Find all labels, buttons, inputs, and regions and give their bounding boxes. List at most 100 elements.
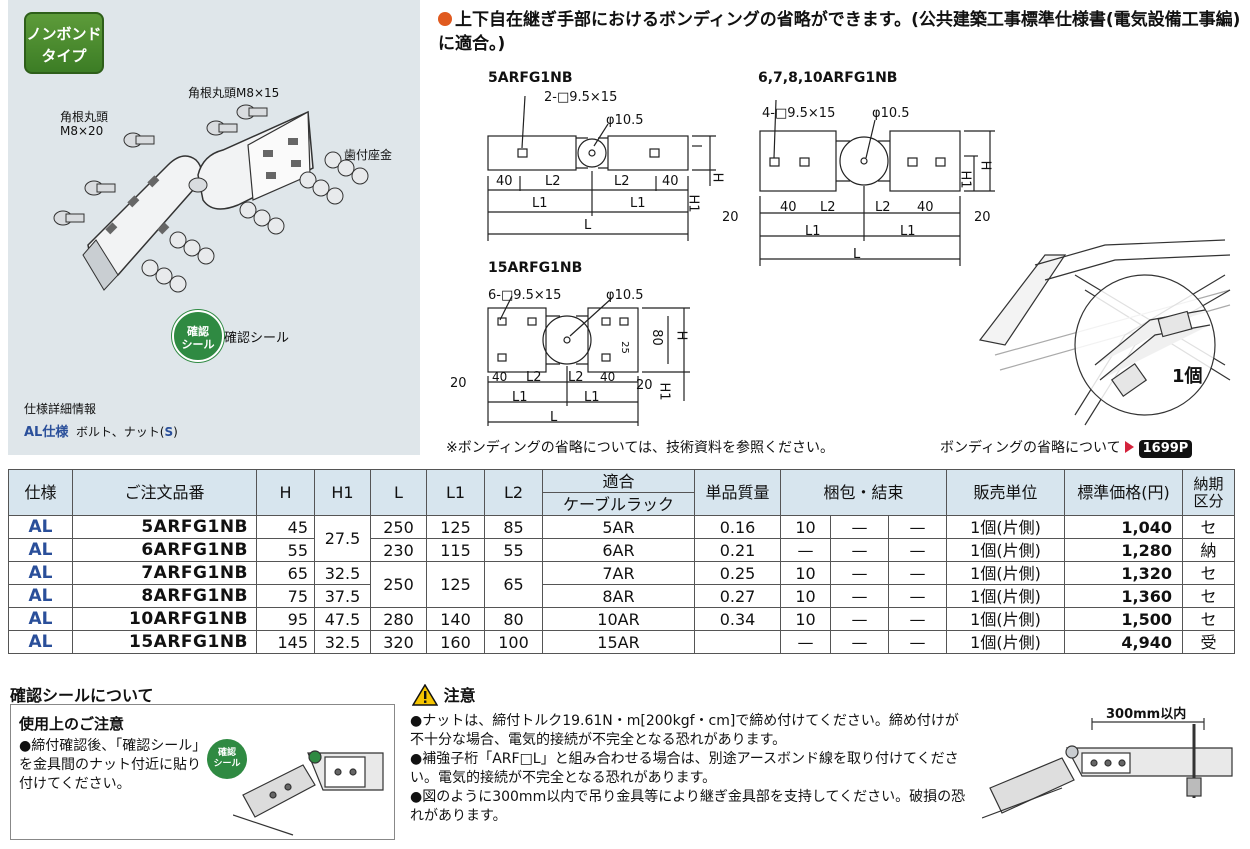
page-reference-badge: 1699P bbox=[1138, 440, 1193, 458]
badge-line2: タイプ bbox=[41, 47, 87, 65]
qty-label: 1個 bbox=[1172, 366, 1203, 387]
bolt-small-label-2: M8×20 bbox=[60, 124, 104, 138]
table-header-row-2: ケーブルラック bbox=[9, 492, 1235, 516]
caution-heading-text: 注意 bbox=[443, 686, 476, 705]
d3-pivot: φ10.5 bbox=[606, 288, 644, 303]
spec-close: ) bbox=[173, 425, 178, 439]
caution-item: ●ナットは、締付トルク19.61N・m[200kgf・cm]で締め付けてください… bbox=[410, 713, 959, 748]
col-l2: L2 bbox=[484, 469, 543, 516]
spec-desc: ボルト、ナット( bbox=[76, 425, 165, 439]
diagram-3-title: 15ARFG1NB bbox=[488, 260, 583, 276]
d2-pivot: φ10.5 bbox=[872, 106, 910, 121]
caution-item: ●図のように300mm以内で吊り金具等により継ぎ金具部を支持してください。破損の… bbox=[410, 789, 966, 824]
table-row: AL 6ARFG1NB 55 230 115 55 6AR 0.21 — — —… bbox=[8, 538, 1235, 562]
seal-small-icon: 確認 シール bbox=[207, 739, 247, 779]
d3-d20a: 20 bbox=[450, 376, 467, 391]
col-h1: H1 bbox=[314, 469, 371, 516]
d2-l1a: L1 bbox=[805, 224, 821, 239]
spec-detail-line: AL仕様 ボルト、ナット(S) bbox=[24, 421, 178, 440]
d3-l2a: L2 bbox=[526, 370, 542, 385]
diagram-1-drawing bbox=[487, 95, 716, 241]
spec-table: 仕様 ご注文品番 H H1 L L1 L2 適合 単品質量 梱包・結束 販売単位… bbox=[8, 469, 1235, 654]
d2-l1b: L1 bbox=[900, 224, 916, 239]
product-illustration-panel: ノンボンド タイプ 角根丸頭 M8×20 角根丸頭M8×15 歯付座金 確認 シ… bbox=[8, 0, 420, 455]
d1-l2a: L2 bbox=[545, 174, 561, 189]
support-distance-label: 300mm以内 bbox=[1106, 707, 1187, 722]
seal-label: 確認シール bbox=[224, 331, 290, 346]
d3-d40a: 40 bbox=[492, 370, 508, 384]
diagram-2-title: 6,7,8,10ARFG1NB bbox=[758, 70, 898, 86]
d3-h: H bbox=[673, 330, 689, 341]
bolt-small-label-1: 角根丸頭 bbox=[60, 110, 109, 124]
d3-d80: 80 bbox=[648, 329, 664, 346]
d2-d20a: 20 bbox=[722, 210, 739, 225]
d2-d40b: 40 bbox=[917, 200, 934, 215]
bonding-link-text: ボンディングの省略について bbox=[940, 440, 1121, 456]
d2-l: L bbox=[853, 247, 861, 262]
d3-l1b: L1 bbox=[584, 390, 600, 405]
d3-hole: 6-□9.5×15 bbox=[488, 288, 562, 303]
d2-l2a: L2 bbox=[820, 200, 836, 215]
col-l1: L1 bbox=[426, 469, 485, 516]
diagram-2-drawing bbox=[759, 99, 995, 266]
d2-l2b: L2 bbox=[875, 200, 891, 215]
support-illustration bbox=[982, 718, 1233, 819]
d2-h: H bbox=[977, 160, 993, 171]
seal-box-body: ●締付確認後、「確認シール」を金具間のナット付近に貼り付けてください。 bbox=[19, 738, 207, 792]
col-price: 標準価格(円) bbox=[1064, 469, 1183, 516]
col-fit-top: 適合 bbox=[542, 469, 695, 493]
d3-d20b: 20 bbox=[636, 378, 653, 393]
d1-l1a: L1 bbox=[532, 196, 548, 211]
d3-l: L bbox=[550, 410, 558, 425]
col-pack: 梱包・結束 bbox=[780, 469, 947, 516]
seal-placement-illustration bbox=[233, 750, 384, 836]
table-row: AL 5ARFG1NB 45 27.5 250 125 85 5AR 0.16 … bbox=[8, 515, 1235, 562]
d3-d25: 25 bbox=[618, 341, 630, 354]
col-unit: 販売単位 bbox=[946, 469, 1065, 516]
d1-d40a: 40 bbox=[496, 174, 513, 189]
table-row: AL 15ARFG1NB 145 32.5 320 160 100 15AR —… bbox=[8, 630, 1235, 654]
table-row: AL 10ARFG1NB 95 47.5 280 140 80 10AR 0.3… bbox=[8, 607, 1235, 631]
spec-al: AL仕様 bbox=[24, 425, 69, 440]
d2-d20b: 20 bbox=[974, 210, 991, 225]
caution-list: ●ナットは、締付トルク19.61N・m[200kgf・cm]で締め付けてください… bbox=[410, 712, 970, 826]
arrow-right-icon bbox=[1124, 441, 1134, 453]
d2-d40a: 40 bbox=[780, 200, 797, 215]
col-l: L bbox=[370, 469, 427, 516]
confirmation-seal-icon: 確認 シール bbox=[172, 310, 224, 362]
bolt-large-label: 角根丸頭M8×15 bbox=[188, 86, 280, 100]
col-fit-bottom: ケーブルラック bbox=[542, 492, 695, 516]
badge-line1: ノンボンド bbox=[26, 25, 102, 43]
table-row: AL 7ARFG1NB 65 32.5 250 125 65 7AR 0.25 … bbox=[8, 561, 1235, 608]
col-h: H bbox=[256, 469, 315, 516]
seal-box-title: 使用上のご注意 bbox=[19, 715, 125, 733]
col-lead: 納期区分 bbox=[1182, 469, 1235, 516]
col-spec: 仕様 bbox=[8, 469, 73, 516]
spec-detail-title: 仕様詳細情報 bbox=[24, 402, 97, 416]
joint-bracket-illustration bbox=[53, 104, 369, 293]
bullet-dot-icon bbox=[438, 12, 452, 26]
d1-h: H bbox=[709, 172, 725, 183]
d1-d40b: 40 bbox=[662, 174, 679, 189]
headline-text: 上下自在継ぎ手部におけるボンディングの省略ができます。(公共建築工事標準仕様書(… bbox=[438, 10, 1241, 54]
d1-l1b: L1 bbox=[630, 196, 646, 211]
d1-l: L bbox=[584, 218, 592, 233]
table-header-row: 仕様 ご注文品番 H H1 L L1 L2 適合 単品質量 梱包・結束 販売単位… bbox=[8, 469, 1235, 516]
col-order: ご注文品番 bbox=[72, 469, 257, 516]
footnote: ※ボンディングの省略については、技術資料を参照ください。 bbox=[446, 440, 835, 456]
washer-label: 歯付座金 bbox=[344, 148, 393, 162]
caution-item: ●補強子桁「ARF□L」と組み合わせる場合は、別途アースボンド線を取り付けてくだ… bbox=[410, 751, 959, 786]
bonding-reference-link[interactable]: ボンディングの省略について 1699P bbox=[940, 437, 1193, 458]
table-row: AL 8ARFG1NB 75 37.5 8AR 0.27 10 — — 1個(片… bbox=[8, 584, 1235, 608]
diagram-3-drawing bbox=[487, 295, 690, 426]
d3-d40b: 40 bbox=[600, 370, 616, 384]
d1-l2b: L2 bbox=[614, 174, 630, 189]
non-bond-type-badge: ノンボンド タイプ bbox=[24, 12, 104, 74]
d3-l1a: L1 bbox=[512, 390, 528, 405]
caution-heading: 注意 bbox=[411, 682, 476, 706]
seal-section-heading: 確認シールについて bbox=[10, 686, 154, 705]
headline: 上下自在継ぎ手部におけるボンディングの省略ができます。(公共建築工事標準仕様書(… bbox=[438, 8, 1243, 56]
d3-l2b: L2 bbox=[568, 370, 584, 385]
warning-icon bbox=[411, 683, 439, 706]
col-weight: 単品質量 bbox=[694, 469, 781, 516]
